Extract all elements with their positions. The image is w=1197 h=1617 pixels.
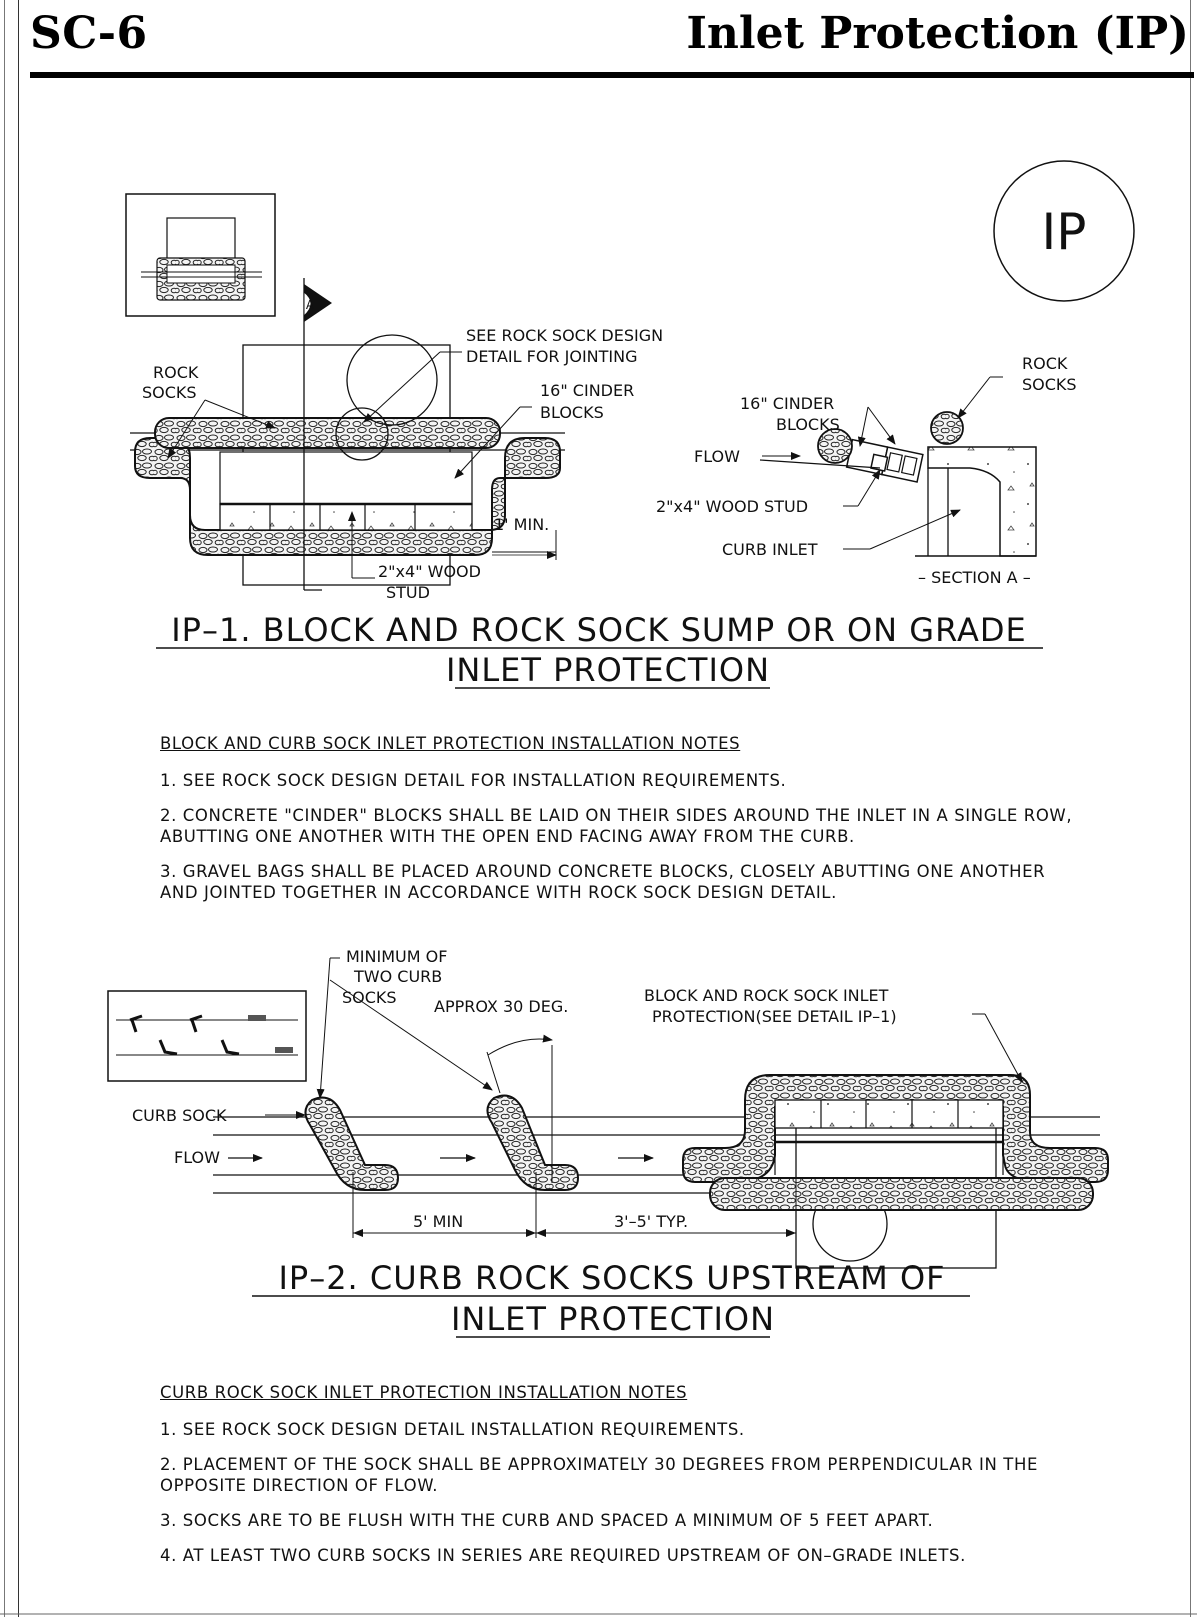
- ip2-caption-line1: IP–2. CURB ROCK SOCKS UPSTREAM OF: [278, 1259, 945, 1297]
- sheet-border-outer: [4, 0, 5, 1617]
- notes-1-item-3: 3. GRAVEL BAGS SHALL BE PLACED AROUND CO…: [160, 862, 1046, 902]
- section-marker-letter: A: [306, 298, 315, 312]
- ip-badge: IP: [993, 160, 1135, 302]
- label-five-min: 5' MIN: [413, 1212, 463, 1231]
- label-rock-socks-left-1: ROCK: [153, 363, 199, 382]
- notes-2-item-2: 2. PLACEMENT OF THE SOCK SHALL BE APPROX…: [160, 1455, 1038, 1495]
- notes-1-item-1: 1. SEE ROCK SOCK DESIGN DETAIL FOR INSTA…: [160, 771, 787, 790]
- ip2-leaders: [265, 957, 1023, 1119]
- label-section-a: – SECTION A –: [918, 568, 1031, 587]
- header-rule: [30, 72, 1194, 78]
- label-stud-2: STUD: [386, 583, 430, 602]
- label-section-cinder-1: 16" CINDER: [740, 394, 834, 413]
- label-min-two-1: MINIMUM OF: [346, 947, 447, 966]
- label-stud-1: 2"x4" WOOD: [378, 562, 481, 581]
- sheet-border-left: [18, 0, 19, 1617]
- label-section-flow: FLOW: [694, 447, 740, 466]
- label-typ: 3'–5' TYP.: [614, 1212, 688, 1231]
- sheet-border-right: [1190, 0, 1191, 1617]
- ip1-section-leaders: [762, 376, 1003, 550]
- ip1-caption-line2: INLET PROTECTION: [446, 651, 770, 689]
- ip1-key-thumbnail: [125, 193, 276, 317]
- label-flow: FLOW: [174, 1148, 220, 1167]
- label-min-two-2: TWO CURB: [353, 967, 442, 986]
- label-see-detail-2: DETAIL FOR JOINTING: [466, 347, 637, 366]
- sheet-code: SC-6: [30, 8, 148, 59]
- label-rock-socks-left-2: SOCKS: [142, 383, 197, 402]
- ip1-plan-view: A: [130, 278, 565, 591]
- sheet-title: Inlet Protection (IP): [686, 8, 1189, 59]
- ip2-plan-view: [213, 1034, 1109, 1269]
- label-cinder-2: BLOCKS: [540, 403, 604, 422]
- notes-block-2: CURB ROCK SOCK INLET PROTECTION INSTALLA…: [160, 1382, 1080, 1580]
- label-section-curb-inlet: CURB INLET: [722, 540, 818, 559]
- label-block-rock-1: BLOCK AND ROCK SOCK INLET: [644, 986, 889, 1005]
- label-section-cinder-2: BLOCKS: [776, 415, 840, 434]
- label-cinder-1: 16" CINDER: [540, 381, 634, 400]
- ip1-section-labels: ROCK SOCKS 16" CINDER BLOCKS FLOW 2"x4" …: [656, 354, 1077, 587]
- notes-2-item-4: 4. AT LEAST TWO CURB SOCKS IN SERIES ARE…: [160, 1546, 966, 1565]
- ip1-plan-labels: ROCK SOCKS SEE ROCK SOCK DESIGN DETAIL F…: [142, 326, 663, 602]
- ip1-caption-line1: IP–1. BLOCK AND ROCK SOCK SUMP OR ON GRA…: [171, 611, 1027, 649]
- label-section-rock-2: SOCKS: [1022, 375, 1077, 394]
- label-approx-30: APPROX 30 DEG.: [434, 997, 568, 1016]
- ip2-caption-line2: INLET PROTECTION: [451, 1300, 775, 1338]
- label-min-two-3: SOCKS: [342, 988, 397, 1007]
- ip1-leaders: [167, 351, 532, 579]
- ip-badge-text: IP: [1042, 203, 1087, 261]
- label-curb-sock: CURB SOCK: [132, 1106, 227, 1125]
- ip2-labels: MINIMUM OF TWO CURB SOCKS APPROX 30 DEG.…: [132, 947, 897, 1231]
- notes-block-1: BLOCK AND CURB SOCK INLET PROTECTION INS…: [160, 733, 1080, 917]
- notes-1-header: BLOCK AND CURB SOCK INLET PROTECTION INS…: [160, 734, 741, 753]
- label-see-detail-1: SEE ROCK SOCK DESIGN: [466, 326, 663, 345]
- label-section-wood-stud: 2"x4" WOOD STUD: [656, 497, 808, 516]
- ip2-caption: IP–2. CURB ROCK SOCKS UPSTREAM OF INLET …: [252, 1259, 970, 1338]
- notes-2-header: CURB ROCK SOCK INLET PROTECTION INSTALLA…: [160, 1383, 688, 1402]
- ip2-key-thumbnail: [107, 990, 307, 1082]
- ip1-caption: IP–1. BLOCK AND ROCK SOCK SUMP OR ON GRA…: [156, 611, 1043, 689]
- notes-2-item-1: 1. SEE ROCK SOCK DESIGN DETAIL INSTALLAT…: [160, 1420, 745, 1439]
- label-block-rock-2: PROTECTION(SEE DETAIL IP–1): [652, 1007, 897, 1026]
- label-one-min: 1' MIN.: [494, 515, 549, 534]
- label-section-rock-1: ROCK: [1022, 354, 1068, 373]
- notes-2-item-3: 3. SOCKS ARE TO BE FLUSH WITH THE CURB A…: [160, 1511, 934, 1530]
- notes-1-item-2: 2. CONCRETE "CINDER" BLOCKS SHALL BE LAI…: [160, 806, 1073, 846]
- ip1-section-a: [759, 411, 1037, 557]
